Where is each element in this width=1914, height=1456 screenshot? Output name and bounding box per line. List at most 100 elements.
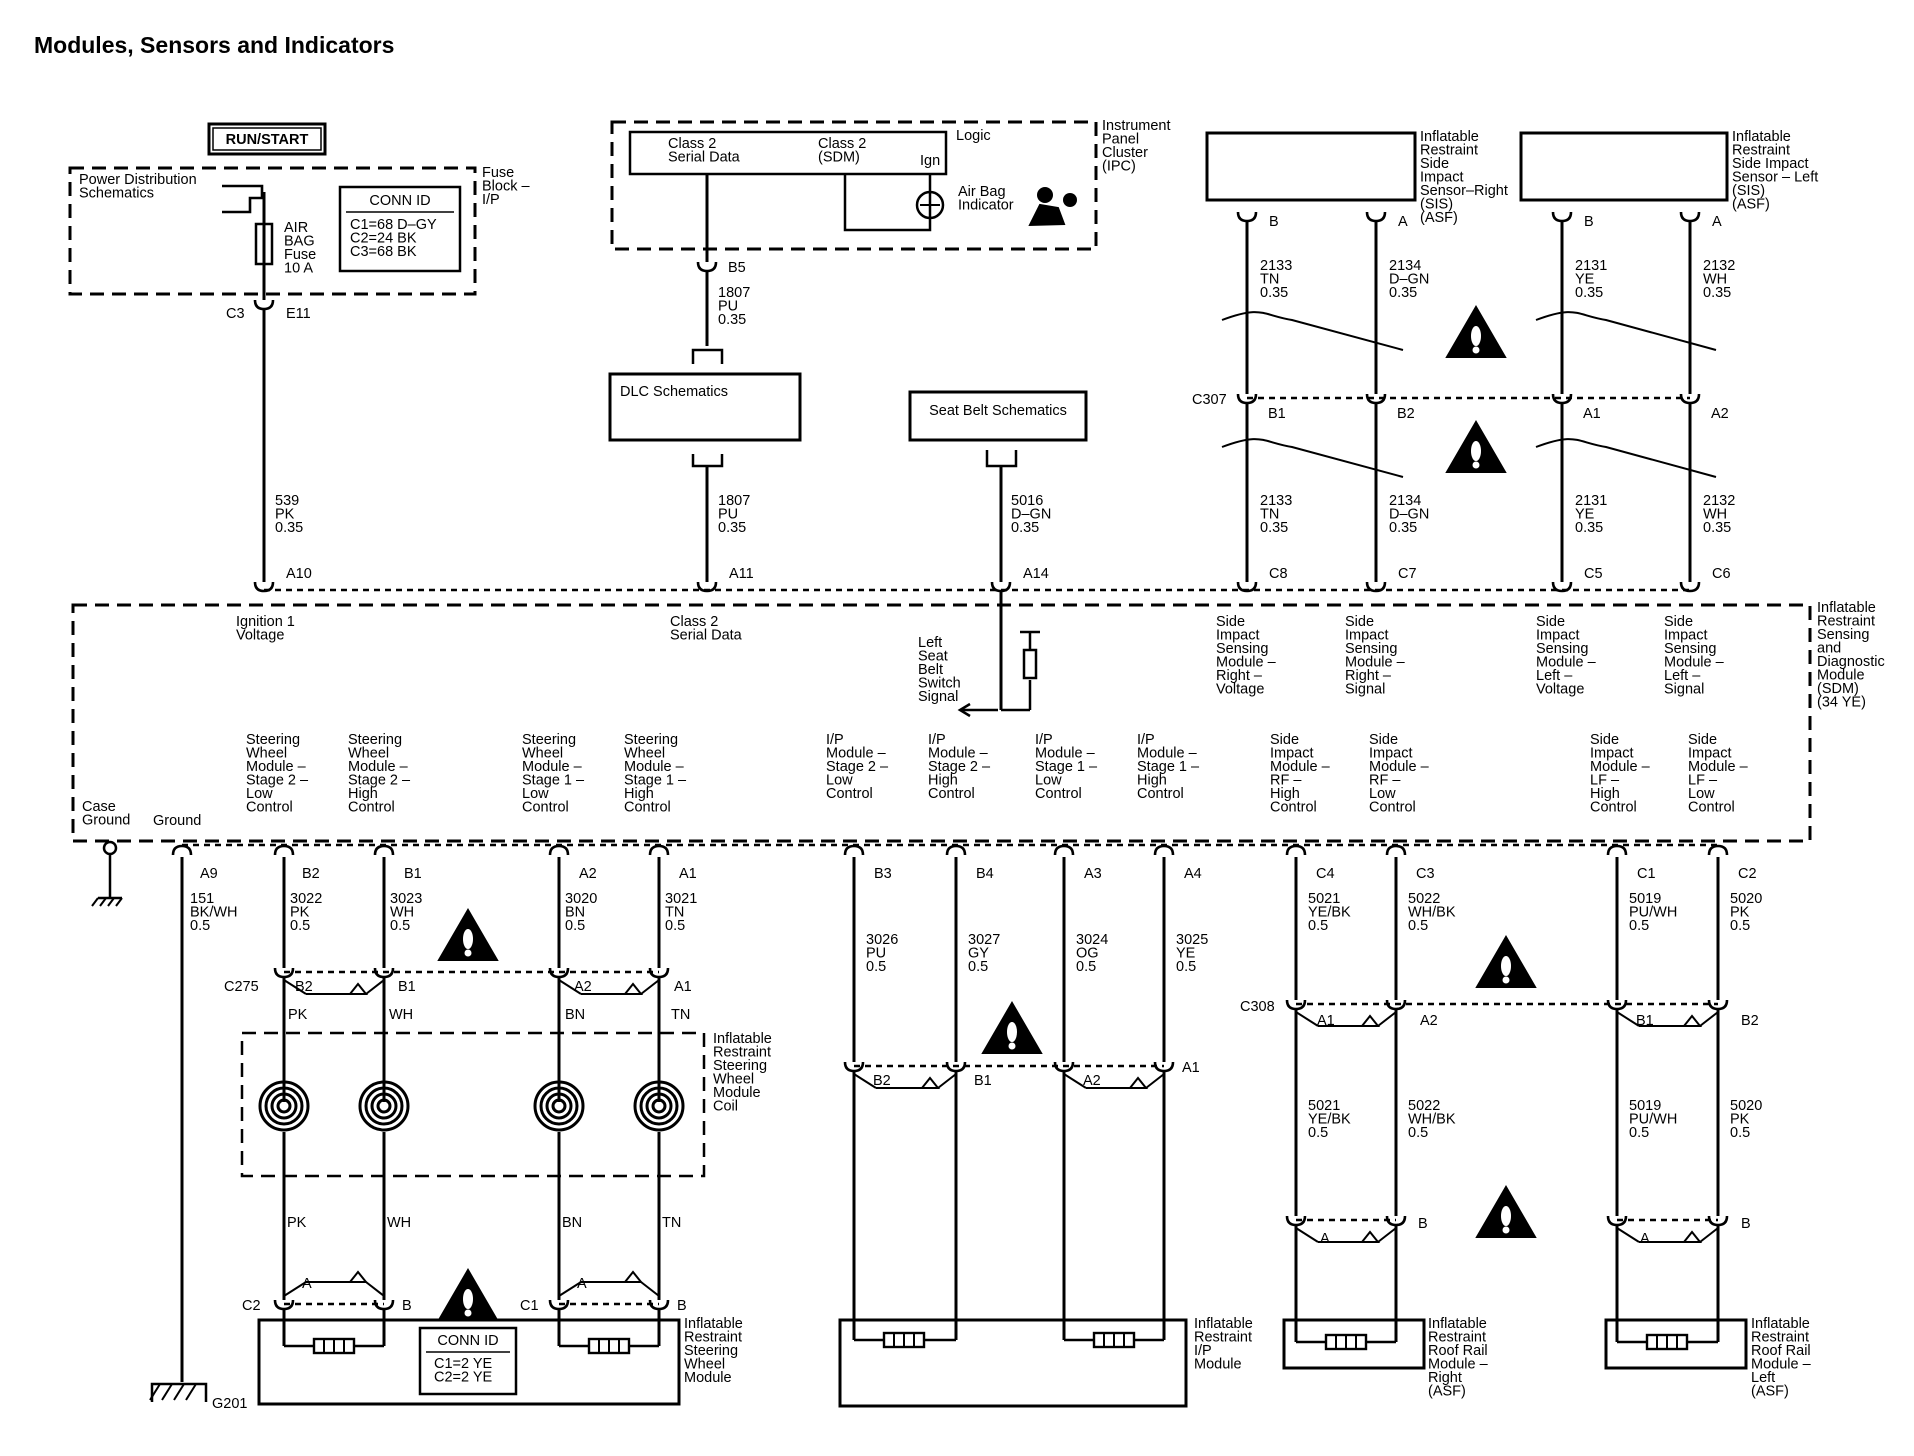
- connector-symbol: [1285, 999, 1307, 1011]
- pin-c2: C2: [242, 1298, 261, 1314]
- ip-pin-b1: B1: [974, 1073, 992, 1089]
- page-title: Modules, Sensors and Indicators: [34, 32, 395, 58]
- twisted-pair: [1535, 311, 1717, 351]
- sdm-outline: [71, 603, 1812, 843]
- sdm-bottom-pin-10: C3: [1416, 866, 1435, 882]
- pin-sis-0: B: [1269, 214, 1279, 230]
- seatbelt-connector: [985, 450, 1018, 468]
- connector-symbol: [273, 844, 295, 856]
- warning-mark: [1471, 326, 1481, 346]
- rr-pin-a-right: A: [1320, 1231, 1330, 1247]
- c275-color-bn: BN: [565, 1007, 585, 1023]
- shorting-bar: [1377, 1227, 1397, 1243]
- connector-symbol: [373, 844, 395, 856]
- shorting-bar: [365, 1281, 385, 1297]
- shorting-bar: [1681, 1230, 1703, 1243]
- pin-b5: B5: [728, 260, 746, 276]
- pin-c307-0: B1: [1268, 406, 1286, 422]
- connector-symbol: [648, 844, 670, 856]
- warning-mark: [1471, 441, 1481, 461]
- seatbelt-box: [908, 390, 1088, 442]
- connector-symbol: [843, 844, 865, 856]
- run-start-box-inner: [212, 127, 322, 151]
- pin-sis-3: A: [1712, 214, 1722, 230]
- shorting-bar: [347, 1270, 369, 1283]
- shorting-bar: [853, 1073, 877, 1089]
- sw-pin-a1: A: [302, 1276, 312, 1292]
- shorting-bar: [1616, 1227, 1640, 1243]
- connector-symbol: [273, 967, 295, 979]
- pin-c307-2: A1: [1583, 406, 1601, 422]
- twisted-pair: [1221, 311, 1404, 351]
- connector-symbol: [1679, 581, 1701, 593]
- c275-color-wh: WH: [389, 1007, 413, 1023]
- fuse-block-outline: [68, 166, 477, 296]
- sdm-bottom-pin-4: A1: [679, 866, 697, 882]
- sw-conn-id-title: CONN ID: [437, 1333, 498, 1349]
- dlc-box: [608, 372, 802, 442]
- c275-pin-2: A2: [574, 979, 592, 995]
- warning-dot: [1502, 1226, 1510, 1234]
- ip-module-box: [838, 1318, 1188, 1408]
- warning-dot: [1502, 976, 1510, 984]
- sdm-bottom-pin-9: C4: [1316, 866, 1335, 882]
- c275-pin-0: B2: [295, 979, 313, 995]
- connector-symbol: [1385, 844, 1407, 856]
- shorting-bar: [283, 979, 307, 995]
- warning-mark: [1501, 956, 1511, 976]
- connector-symbol: [945, 844, 967, 856]
- fuse-bus: [222, 184, 264, 214]
- airbag-person-icon: [1063, 193, 1077, 207]
- ground-symbol-icon: [161, 1383, 173, 1401]
- warning-mark: [463, 1289, 473, 1309]
- warning-mark: [1007, 1022, 1017, 1042]
- c308-pin-2: B1: [1636, 1013, 1654, 1029]
- sdm-bottom-pin-12: C2: [1738, 866, 1757, 882]
- ground-symbol-icon: [91, 897, 99, 907]
- shorting-bar: [283, 1281, 307, 1297]
- pin-a10: A10: [286, 566, 312, 582]
- pin-c307: C307: [1192, 392, 1227, 408]
- seatbelt-label: Seat Belt Schematics: [929, 403, 1067, 419]
- sdm-bottom-pin-6: B4: [976, 866, 994, 882]
- connector-symbol: [696, 261, 718, 273]
- shorting-bar: [937, 1073, 957, 1089]
- c308-pin-1: A2: [1420, 1013, 1438, 1029]
- pin-sdm-0: C8: [1269, 566, 1288, 582]
- run-start-box: [207, 122, 327, 156]
- ground-symbol-icon: [185, 1383, 197, 1401]
- sdm-bottom-pin-8: A4: [1184, 866, 1202, 882]
- ipc-class2-sdm-label: Class 2(SDM): [818, 136, 866, 166]
- connector-symbol: [1285, 1215, 1307, 1227]
- pin-sdm-3: C6: [1712, 566, 1731, 582]
- sdm-bottom-pin-5: B3: [874, 866, 892, 882]
- warning-dot: [1008, 1042, 1016, 1050]
